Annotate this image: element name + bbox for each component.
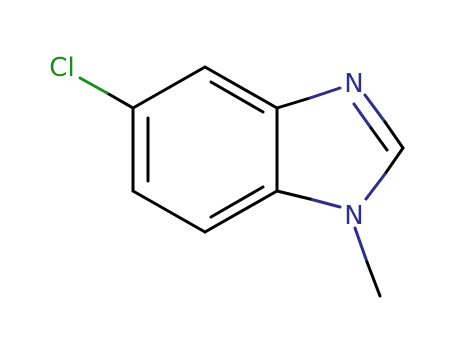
- double-bond-inner-c7-c7a: [209, 185, 265, 219]
- benzene-ring: [131, 65, 279, 234]
- bond-c7-c7a: [203, 189, 279, 234]
- bond-c6-c7: [131, 189, 207, 234]
- double-bond-inner-c3a-c4: [209, 80, 265, 114]
- atom-chlorine-label: Cl: [49, 53, 74, 83]
- atom-nitrogen-1-label: N: [344, 201, 363, 231]
- atom-nitrogen-3-label: N: [344, 69, 363, 99]
- bond-c5-cl: [78, 76, 135, 110]
- imidazole-ring: [275, 86, 405, 298]
- bond-c3a-c4: [203, 65, 279, 110]
- bond-c4-c5: [131, 65, 207, 110]
